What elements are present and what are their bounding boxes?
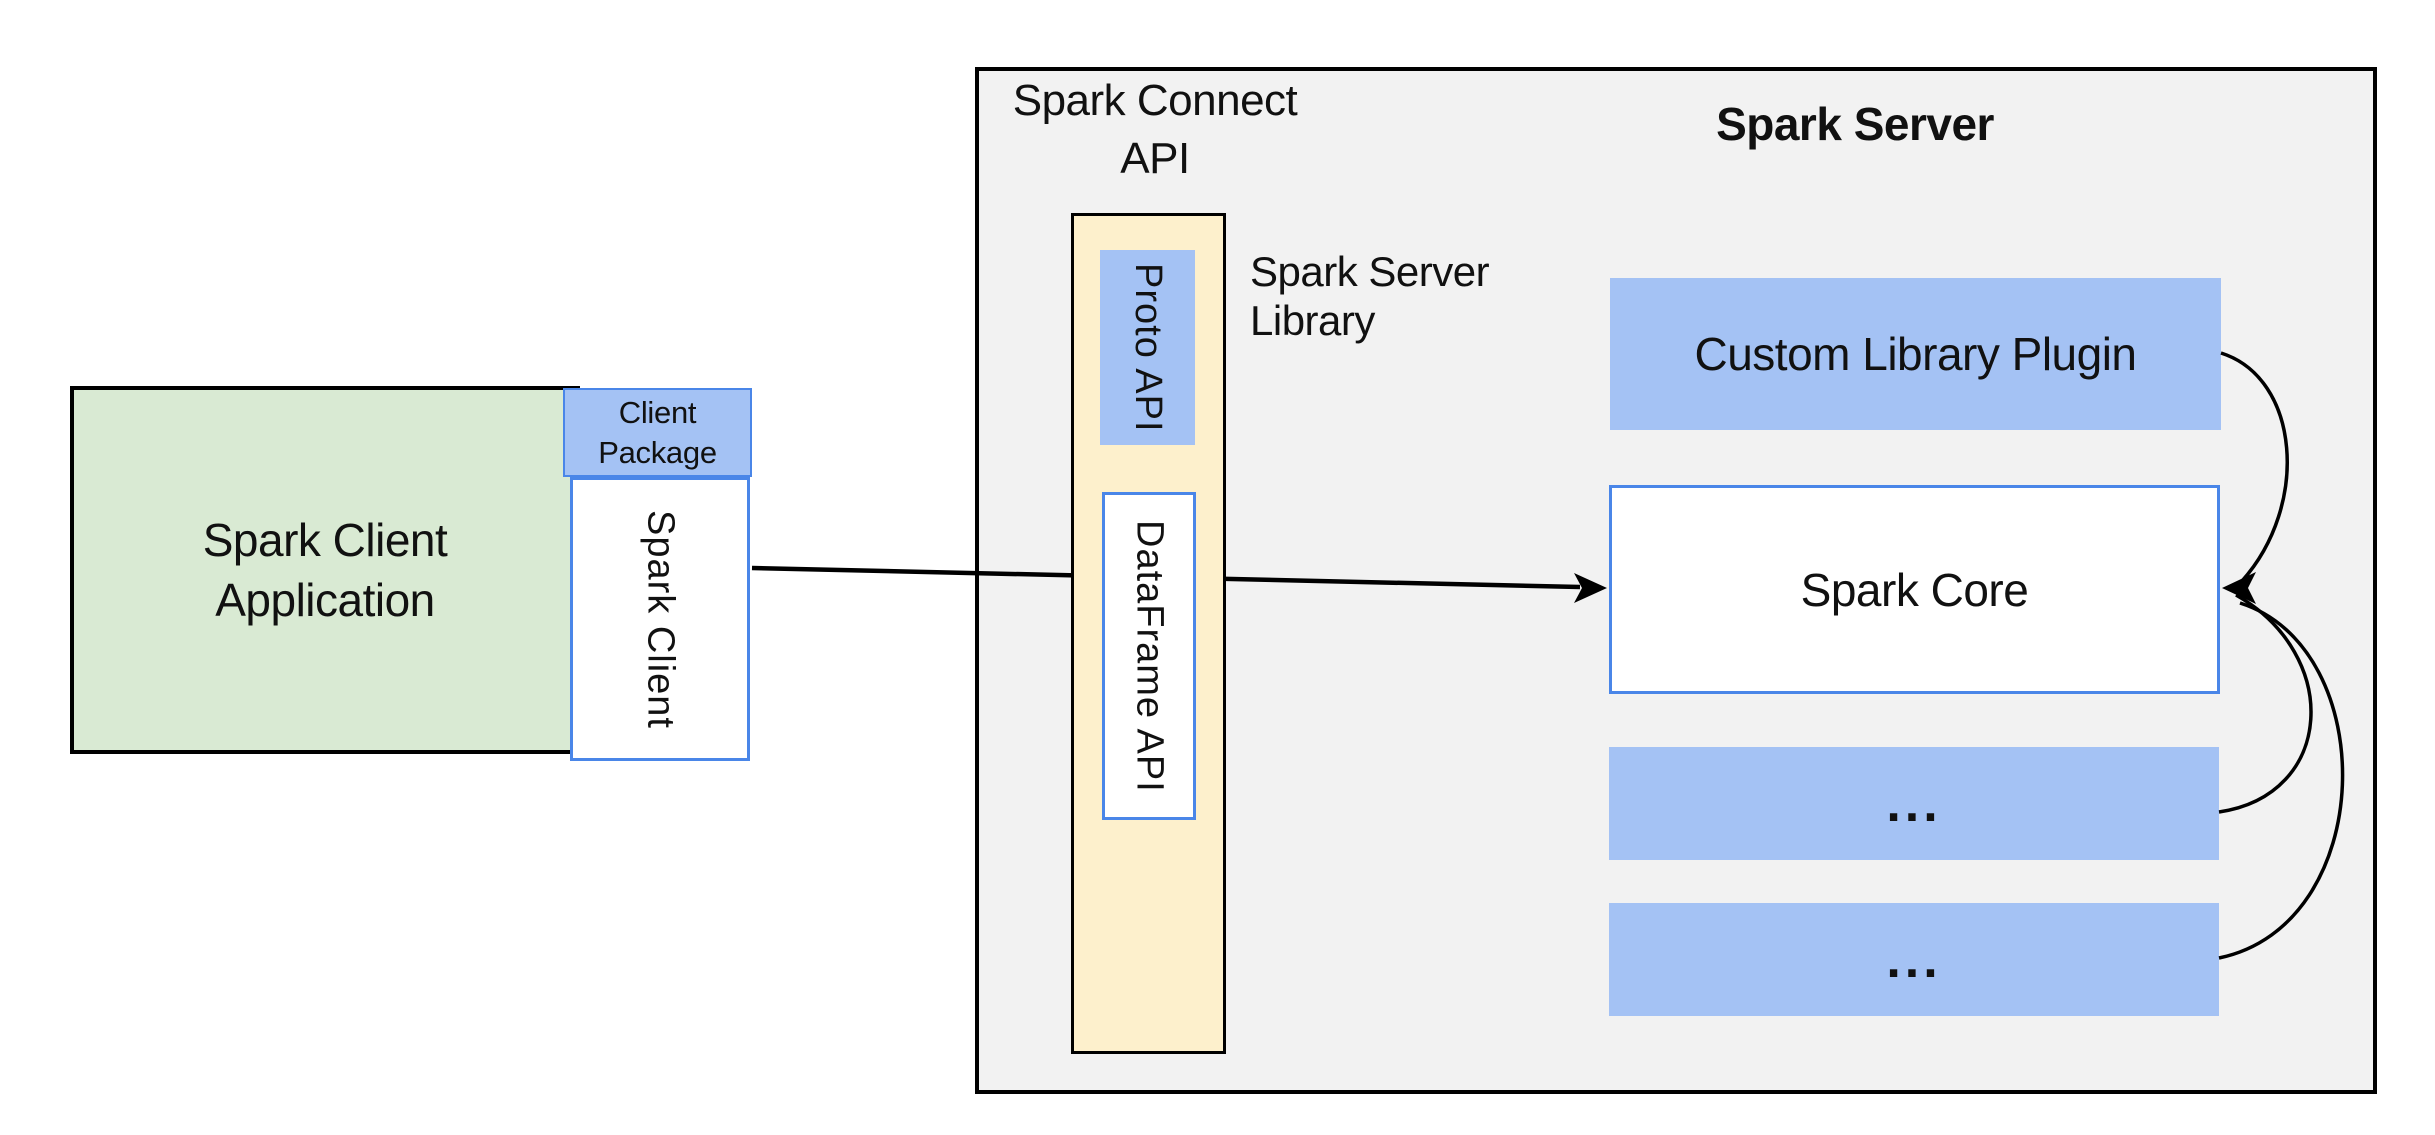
spark-core-label: Spark Core	[1800, 563, 2029, 616]
custom-library-plugin-box: Custom Library Plugin	[1610, 278, 2221, 430]
client-package-line2: Package	[598, 434, 717, 470]
spark-client-label: Spark Client	[639, 509, 682, 729]
spark-client-application-label: Spark Client Application	[203, 510, 448, 630]
spark-server-library-line1: Spark Server	[1250, 248, 1490, 295]
dots1-to-core-curve	[2218, 593, 2313, 814]
proto-api-label: Proto API	[1127, 262, 1169, 433]
dataframe-api-box: DataFrame API	[1102, 492, 1196, 820]
plugin-placeholder-label-1: ...	[1886, 774, 1942, 833]
spark-connect-api-label: Spark Connect API	[985, 72, 1325, 188]
spark-client-application-box: Spark Client Application	[70, 386, 580, 754]
spark-client-application-line2: Application	[215, 574, 435, 626]
spark-connect-api-line2: API	[1120, 134, 1190, 183]
client-package-box: Client Package	[563, 388, 752, 477]
dots2-to-core-curve	[2218, 601, 2345, 960]
proto-api-box: Proto API	[1100, 250, 1195, 445]
client-package-label: Client Package	[598, 393, 717, 473]
core-arrowhead	[2222, 572, 2256, 604]
plugin-placeholder-box-1: ...	[1609, 747, 2219, 860]
plugin-placeholder-box-2: ...	[1609, 903, 2219, 1016]
spark-client-box: Spark Client	[570, 477, 750, 761]
client-package-line1: Client	[618, 394, 697, 430]
plugin-placeholder-label-2: ...	[1886, 930, 1942, 989]
spark-server-title: Spark Server	[1716, 98, 1994, 150]
spark-core-box: Spark Core	[1609, 485, 2220, 694]
custom-library-plugin-label: Custom Library Plugin	[1694, 328, 2137, 380]
plugin-to-core-curve	[2220, 351, 2289, 583]
spark-client-application-line1: Spark Client	[202, 514, 448, 566]
spark-server-library-label: Spark Server Library	[1250, 247, 1580, 345]
spark-server-library-line2: Library	[1250, 297, 1375, 344]
spark-connect-api-line1: Spark Connect	[1012, 76, 1298, 125]
dataframe-api-label: DataFrame API	[1128, 519, 1171, 793]
